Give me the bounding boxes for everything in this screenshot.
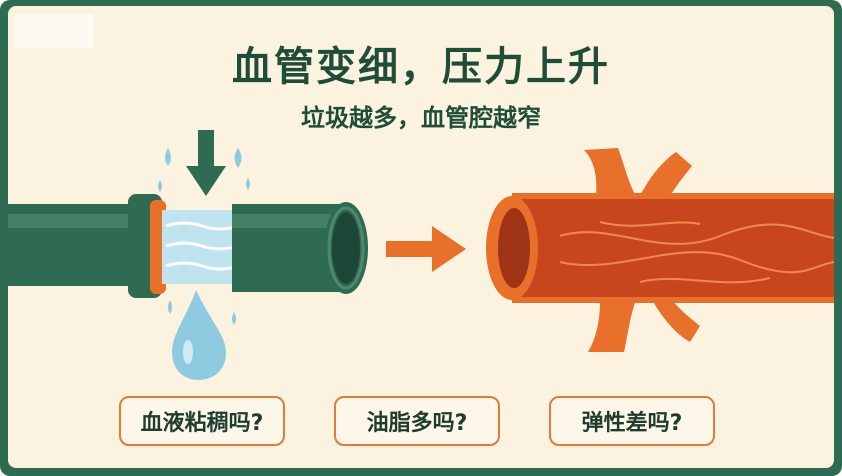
title: 血管变细，压力上升 — [232, 44, 610, 90]
pipe-left — [8, 194, 166, 298]
down-arrow-icon — [186, 130, 226, 196]
blood-vessel — [486, 148, 835, 352]
subtitle: 垃圾越多，血管腔越窄 — [301, 104, 541, 132]
question-box-elasticity: 弹性差吗? — [549, 396, 715, 446]
question-label: 弹性差吗? — [581, 411, 683, 436]
question-label: 油脂多吗? — [366, 411, 468, 436]
water-flow — [162, 210, 242, 284]
question-box-fat: 油脂多吗? — [334, 396, 500, 446]
question-label: 血液粘稠吗? — [140, 411, 264, 436]
pipe-right — [232, 202, 368, 294]
right-arrow-icon — [386, 226, 466, 272]
question-box-blood-viscosity: 血液粘稠吗? — [119, 396, 285, 446]
water-drop-icon — [168, 290, 236, 380]
splash-drops — [158, 148, 250, 192]
watermark-blur — [14, 14, 94, 48]
